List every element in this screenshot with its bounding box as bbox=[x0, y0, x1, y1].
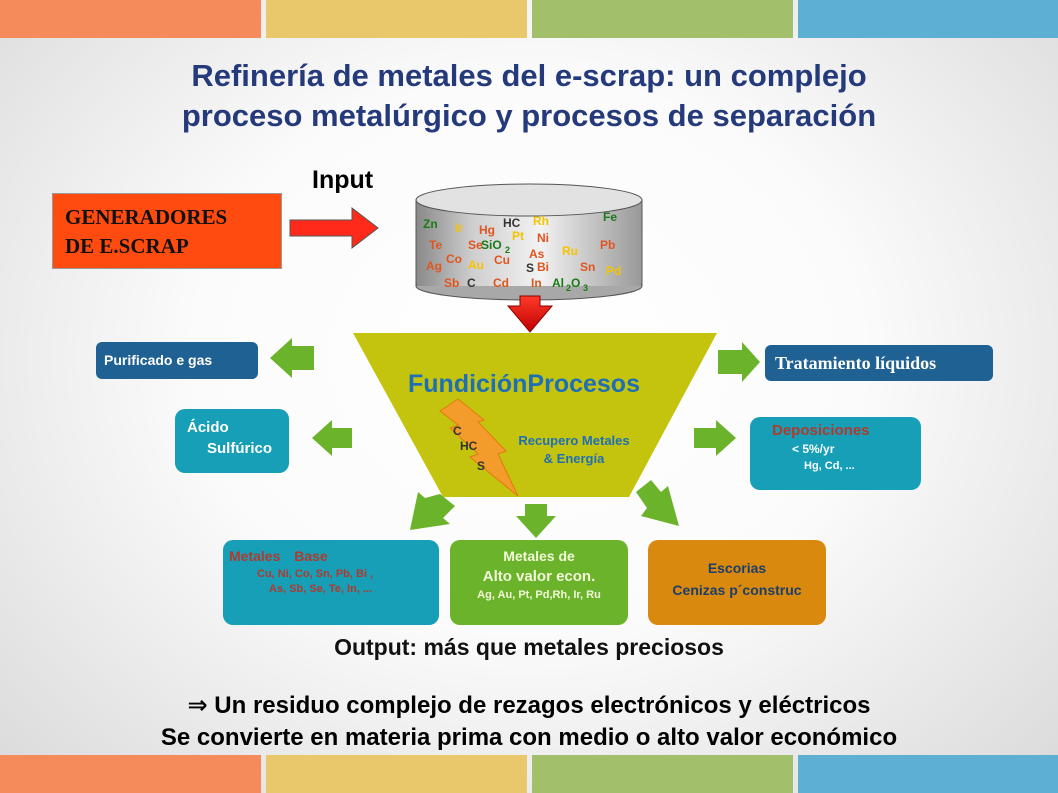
metales-base-title-1: Metales bbox=[229, 548, 281, 564]
drum-element: Cu bbox=[494, 253, 510, 267]
drum-element: Ru bbox=[562, 244, 578, 258]
drum-element: Se bbox=[468, 238, 483, 252]
drum-element: Zn bbox=[423, 217, 438, 231]
deposiciones-box: Deposiciones < 5%/yr Hg, Cd, ... bbox=[750, 417, 921, 490]
top-band-green bbox=[532, 0, 793, 38]
drum-element: Al bbox=[552, 276, 564, 290]
arrow-to-deposiciones bbox=[694, 420, 736, 456]
drum-element: O bbox=[571, 276, 581, 290]
drum-element: Sb bbox=[444, 276, 460, 290]
escorias-box: Escorias Cenizas p´construc bbox=[648, 540, 826, 625]
generators-line-2: DE E.SCRAP bbox=[65, 234, 189, 258]
drum-element: Ir bbox=[455, 221, 464, 235]
drum-element: C bbox=[467, 276, 476, 290]
deposiciones-line-2: Hg, Cd, ... bbox=[804, 460, 855, 472]
funnel-title: FundiciónProcesos bbox=[408, 370, 640, 398]
metales-alto-line-3: Ag, Au, Pt, Pd,Rh, Ir, Ru bbox=[477, 589, 601, 601]
arrow-to-escorias bbox=[636, 480, 679, 526]
generators-line-1: GENERADORES bbox=[65, 205, 228, 229]
drum-element: Pb bbox=[600, 238, 616, 252]
funnel-shape bbox=[353, 333, 717, 497]
purificado-box: Purificado e gas bbox=[96, 342, 258, 379]
lightning-s: S bbox=[477, 459, 486, 473]
recupero-line-2: & Energía bbox=[543, 451, 605, 466]
acido-line-2: Sulfúrico bbox=[207, 440, 273, 457]
drum-element: Te bbox=[429, 238, 443, 252]
input-label: Input bbox=[312, 166, 374, 194]
bottom-line-2: Se convierte en materia prima con medio … bbox=[160, 724, 898, 751]
drum-element: Cd bbox=[493, 276, 509, 290]
acido-box: Ácido Sulfúrico bbox=[175, 409, 289, 473]
drum-element: Hg bbox=[479, 223, 495, 237]
arrow-down-red bbox=[506, 295, 554, 333]
drum-element: 2 bbox=[566, 283, 572, 293]
drum-element: In bbox=[531, 276, 542, 290]
drum-element: Fe bbox=[603, 210, 618, 224]
top-band-blue bbox=[798, 0, 1058, 38]
arrow-to-acido bbox=[312, 420, 352, 456]
generators-box: GENERADORES DE E.SCRAP bbox=[52, 193, 282, 269]
arrow-right-red bbox=[289, 206, 379, 250]
drum-element: Pt bbox=[512, 229, 524, 243]
drum-element: Sn bbox=[580, 260, 596, 274]
recupero-line-1: Recupero Metales bbox=[518, 433, 630, 448]
slide-title: Refinería de metales del e-scrap: un com… bbox=[40, 56, 1018, 136]
title-line-1: Refinería de metales del e-scrap: un com… bbox=[191, 58, 867, 93]
metales-alto-box: Metales de Alto valor econ. Ag, Au, Pt, … bbox=[450, 540, 628, 625]
arrow-to-purificado bbox=[270, 338, 314, 378]
drum-element: SiO bbox=[481, 238, 502, 252]
lightning-bolt bbox=[439, 398, 519, 497]
escorias-line-1: Escorias bbox=[707, 560, 767, 576]
drum-element: Bi bbox=[537, 260, 549, 274]
implies-arrow-icon: ⇒ bbox=[187, 692, 208, 719]
bottom-band-green bbox=[532, 755, 793, 793]
bottom-band-blue bbox=[798, 755, 1058, 793]
drum-element: Ni bbox=[537, 231, 549, 245]
metales-base-box: Metales Base Cu, Ni, Co, Sn, Pb, Bi , As… bbox=[223, 540, 439, 625]
arrow-to-metales-alto bbox=[516, 504, 556, 538]
deposiciones-line-1: < 5%/yr bbox=[792, 442, 835, 456]
drum-element: Au bbox=[468, 258, 484, 272]
recupero-text: Recupero Metales & Energía bbox=[494, 432, 654, 468]
drum-element: Pd bbox=[606, 264, 622, 278]
drum-element: Ag bbox=[426, 259, 442, 273]
drum-element: Co bbox=[446, 252, 462, 266]
escorias-line-2: Cenizas p´construc bbox=[672, 582, 802, 598]
drum-element: 2 bbox=[505, 245, 511, 255]
output-label: Output: más que metales preciosos bbox=[334, 634, 724, 660]
drum-element: S bbox=[526, 261, 535, 275]
top-band-yellow bbox=[266, 0, 527, 38]
top-band-orange bbox=[0, 0, 261, 38]
lightning-hc: HC bbox=[460, 439, 478, 453]
bottom-band-orange bbox=[0, 755, 261, 793]
arrow-to-metales-base bbox=[410, 492, 455, 530]
bottom-conclusion: ⇒ Un residuo complejo de rezagos electró… bbox=[0, 690, 1058, 754]
bottom-line-1: ⇒ Un residuo complejo de rezagos electró… bbox=[0, 690, 1058, 722]
metales-base-line-2: As, Sb, Se, Te, In, ... bbox=[269, 583, 373, 595]
deposiciones-title: Deposiciones bbox=[772, 422, 870, 439]
drum-element: HC bbox=[503, 216, 521, 230]
metales-alto-line-2: Alto valor econ. bbox=[482, 568, 596, 585]
title-line-2: proceso metalúrgico y procesos de separa… bbox=[181, 98, 877, 133]
drum-element: As bbox=[529, 247, 545, 261]
scrap-drum bbox=[415, 183, 643, 301]
drum-element: Rh bbox=[533, 214, 549, 228]
arrow-to-tratamiento bbox=[718, 342, 760, 382]
tratamiento-box: Tratamiento líquidos bbox=[765, 345, 993, 381]
lightning-c: C bbox=[453, 424, 462, 438]
bottom-line-1-text: Un residuo complejo de rezagos electróni… bbox=[207, 692, 871, 719]
metales-base-title-2: Base bbox=[294, 548, 328, 564]
bottom-band-yellow bbox=[266, 755, 527, 793]
metales-base-line-1: Cu, Ni, Co, Sn, Pb, Bi , bbox=[257, 568, 374, 580]
acido-line-1: Ácido bbox=[187, 419, 229, 436]
metales-alto-line-1: Metales de bbox=[503, 548, 575, 564]
drum-element: 3 bbox=[583, 283, 589, 293]
